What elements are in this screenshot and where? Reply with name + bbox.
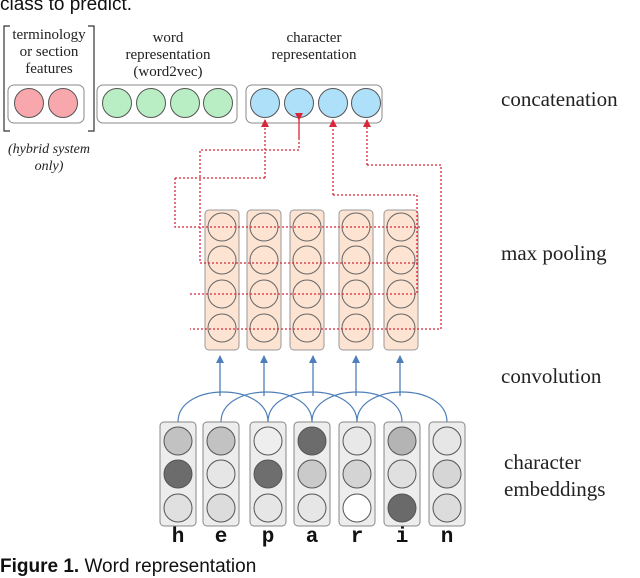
char-embedding-unit-2-3 (206, 493, 236, 523)
word-vector-box (96, 84, 238, 124)
caption-number: Figure 1. (0, 556, 80, 577)
char-embedding-unit-1-3 (163, 493, 193, 523)
char-embedding-unit-3-1 (253, 426, 283, 456)
character-representation-label: character representation (271, 30, 357, 63)
char-embedding-unit-5-1 (342, 426, 372, 456)
conv-unit-5-4 (386, 313, 416, 343)
character-vector-unit-3 (318, 88, 348, 118)
char-label-7: n (441, 526, 454, 549)
conv-window-arc-3 (267, 391, 358, 423)
conv-window-arc-4 (311, 391, 403, 423)
word-vector-unit-1 (102, 88, 132, 118)
terminology-features-unit-1 (14, 88, 44, 118)
conv-unit-4-2 (341, 245, 371, 275)
concatenation-label: concatenation (501, 87, 618, 111)
char-embedding-unit-6-1 (387, 426, 417, 456)
caption-text: Word representation (79, 556, 257, 577)
hybrid-system-note: (hybrid system only) (7, 142, 91, 174)
char-embedding-unit-6-2 (387, 459, 417, 489)
pooling-line-1b (174, 178, 420, 228)
conv-unit-3-4 (292, 313, 322, 343)
conv-unit-2-2 (249, 245, 279, 275)
max-pooling-label: max pooling (501, 241, 607, 265)
char-embedding-unit-4-3 (297, 493, 327, 523)
right-bracket (88, 25, 95, 132)
conv-unit-3-2 (292, 245, 322, 275)
pooling-line-4 (190, 164, 442, 330)
word-vector-unit-4 (203, 88, 233, 118)
header-text: class to predict. (0, 0, 132, 15)
convolution-label: convolution (501, 364, 602, 388)
char-label-5: r (351, 526, 364, 549)
conv-unit-1-4 (207, 313, 237, 343)
character-vector-unit-1 (250, 88, 280, 118)
char-embedding-unit-5-2 (342, 459, 372, 489)
char-embedding-unit-5-3 (342, 493, 372, 523)
left-bracket (3, 25, 10, 132)
char-label-2: e (215, 526, 228, 549)
conv-unit-1-2 (207, 245, 237, 275)
char-embedding-unit-4-2 (297, 459, 327, 489)
char-embedding-unit-1-1 (163, 426, 193, 456)
terminology-features-unit-2 (48, 88, 78, 118)
char-label-3: p (262, 526, 275, 549)
conv-window-arc-2 (220, 391, 313, 423)
char-label-4: a (306, 526, 319, 549)
pooling-line-2 (199, 138, 420, 264)
char-embedding-unit-1-2 (163, 459, 193, 489)
word-vector-unit-3 (170, 88, 200, 118)
char-embedding-unit-2-2 (206, 459, 236, 489)
char-embedding-unit-3-3 (253, 493, 283, 523)
char-embedding-unit-2-1 (206, 426, 236, 456)
conv-window-arc-1 (177, 391, 269, 423)
word-representation-label: word representation (word2vec) (125, 30, 211, 80)
char-embedding-unit-6-3 (387, 493, 417, 523)
conv-unit-5-2 (386, 245, 416, 275)
character-vector-unit-4 (351, 88, 381, 118)
pooling-line-3 (190, 194, 418, 295)
character-embeddings-label: character embeddings (504, 450, 606, 501)
figure-caption: Figure 1. Word representation (0, 556, 256, 578)
character-vector-unit-2 (284, 88, 314, 118)
conv-unit-4-4 (341, 313, 371, 343)
char-label-6: i (396, 526, 409, 549)
character-vector-box (245, 84, 383, 124)
conv-window-arc-5 (356, 391, 448, 423)
char-embedding-unit-7-1 (432, 426, 462, 456)
char-embedding-unit-3-2 (253, 459, 283, 489)
char-embedding-unit-7-2 (432, 459, 462, 489)
char-label-1: h (172, 526, 185, 549)
terminology-label: terminology or section features (12, 27, 86, 77)
char-embedding-unit-4-1 (297, 426, 327, 456)
conv-unit-2-4 (249, 313, 279, 343)
char-embedding-unit-7-3 (432, 493, 462, 523)
word-vector-unit-2 (136, 88, 166, 118)
